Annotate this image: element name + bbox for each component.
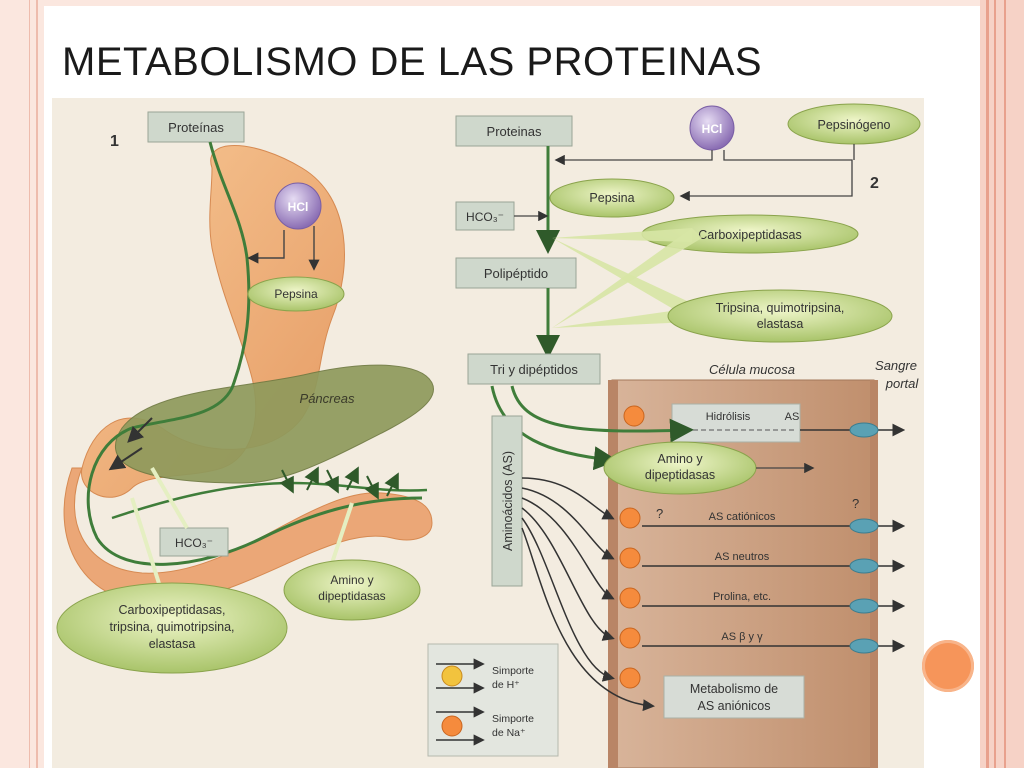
enzymes-oval [56,582,288,674]
tri-dipeptidos-label: Tri y dipéptidos [490,362,578,377]
tripsina-oval [667,289,893,343]
hcl-arrow-left [247,230,285,264]
transporters [619,405,645,689]
transport-row-4: AS β y γ [721,631,763,643]
proteinas-label-2: Proteinas [487,124,542,139]
aminoacidos-box [491,415,523,587]
mucosa-edge [608,380,618,768]
amino-label-1a: Amino y [330,573,373,587]
intestine-arrows [108,417,399,500]
amino-pointer-1 [330,502,354,564]
tri-to-amino-line [490,385,618,471]
polipeptido-label: Polipéptido [484,266,548,281]
pancreas-shape [114,364,435,484]
panel-2: 2 Proteinas HCl Pepsinógeno Pepsina HCO₃… [427,103,921,768]
hcl-label-2: HCl [702,122,723,136]
hcl-label-1: HCl [288,200,309,214]
aminoacid-fan-arrows [521,477,655,712]
tripsina-label-1: Tripsina, quimotripsina, [716,301,845,315]
pepsina-oval-2 [549,178,675,218]
amino-label-2b: dipeptidasas [645,468,715,482]
as-label: AS [785,411,800,423]
hco3-label-2: HCO₃⁻ [466,210,504,224]
polipeptido-box [455,257,577,289]
proteinas-label-1: Proteínas [168,120,224,135]
decorative-orange-circle [922,640,974,692]
enzyme-wedge-4 [552,228,702,328]
pepsina-label-2: Pepsina [589,191,634,205]
pepsinogeno-label: Pepsinógeno [818,118,891,132]
tri-dipeptidos-box [467,353,601,385]
proteinas-box-2 [455,115,573,147]
hidrolisis-label: Hidrólisis [706,411,751,423]
metabolismo-label-1: Metabolismo de [690,682,778,696]
right-border [980,0,1024,768]
legend-1-line2: de H⁺ [492,679,520,691]
enzymes-pointer [130,497,164,594]
slide-title: METABOLISMO DE LAS PROTEINAS [62,40,763,84]
hco3-box-2 [455,201,515,231]
hcl-to-right-line [679,150,853,202]
aminoacidos-label: Aminoácidos (AS) [501,451,515,551]
panel-2-number: 2 [870,175,879,192]
portal-label: portal [885,376,920,391]
legend-item-2: Simporte de Na⁺ [436,706,534,746]
legend-2-line2: de Na⁺ [492,727,526,739]
transport-row-2: AS neutros [715,551,770,563]
pancreas-label: Páncreas [300,391,355,406]
top-border [44,0,980,6]
carboxipeptidasas-label: Carboxipeptidasas [698,228,802,242]
hcl-sphere-1 [274,182,322,230]
enzyme-wedge-3 [552,308,692,328]
blood-transporters [849,422,879,654]
enzymes-label-3: elastasa [149,637,196,651]
question-mark-2: ? [852,496,859,511]
digestion-path-line [86,141,423,566]
hcl-to-pepsina-line [554,150,713,166]
panel-1: 1 Proteínas Páncreas HCl Pep [56,111,435,674]
enzyme-wedge-1 [552,228,692,242]
panel-1-number: 1 [110,133,119,150]
transport-row-1: AS catiónicos [709,511,776,523]
hco3-label-1: HCO₃⁻ [175,536,213,550]
sangre-label: Sangre [875,358,917,373]
enzymes-label-1: Carboxipeptidasas, [118,603,225,617]
legend-2-line1: Simporte [492,713,534,725]
celula-mucosa-label: Célula mucosa [709,362,795,377]
metabolismo-label-2: AS aniónicos [698,699,771,713]
protein-metabolism-diagram: 1 Proteínas Páncreas HCl Pep [52,98,924,768]
hco3-box-1 [159,527,229,557]
hidrolisis-box [671,403,801,443]
pepsina-label-1: Pepsina [274,287,318,301]
amino-label-2a: Amino y [657,452,703,466]
amino-oval-1 [283,559,421,621]
legend-item-1: Simporte de H⁺ [436,658,534,694]
enzymes-label-2: tripsina, quimotripsina, [109,620,234,634]
metabolismo-box [663,675,805,719]
proteinas-box-1 [147,111,245,143]
blood-edge [870,380,878,768]
legend-1-line1: Simporte [492,665,534,677]
left-border [0,0,44,768]
hco3-pointer-1 [150,466,189,530]
legend-box [427,643,559,757]
tri-to-hidrolisis-line [510,385,694,443]
tripsina-label-2: elastasa [757,317,804,331]
question-mark-1: ? [656,506,663,521]
pepsina-oval-1 [247,276,345,312]
transport-row-3: Prolina, etc. [713,591,771,603]
amino-label-1b: dipeptidasas [318,589,385,603]
